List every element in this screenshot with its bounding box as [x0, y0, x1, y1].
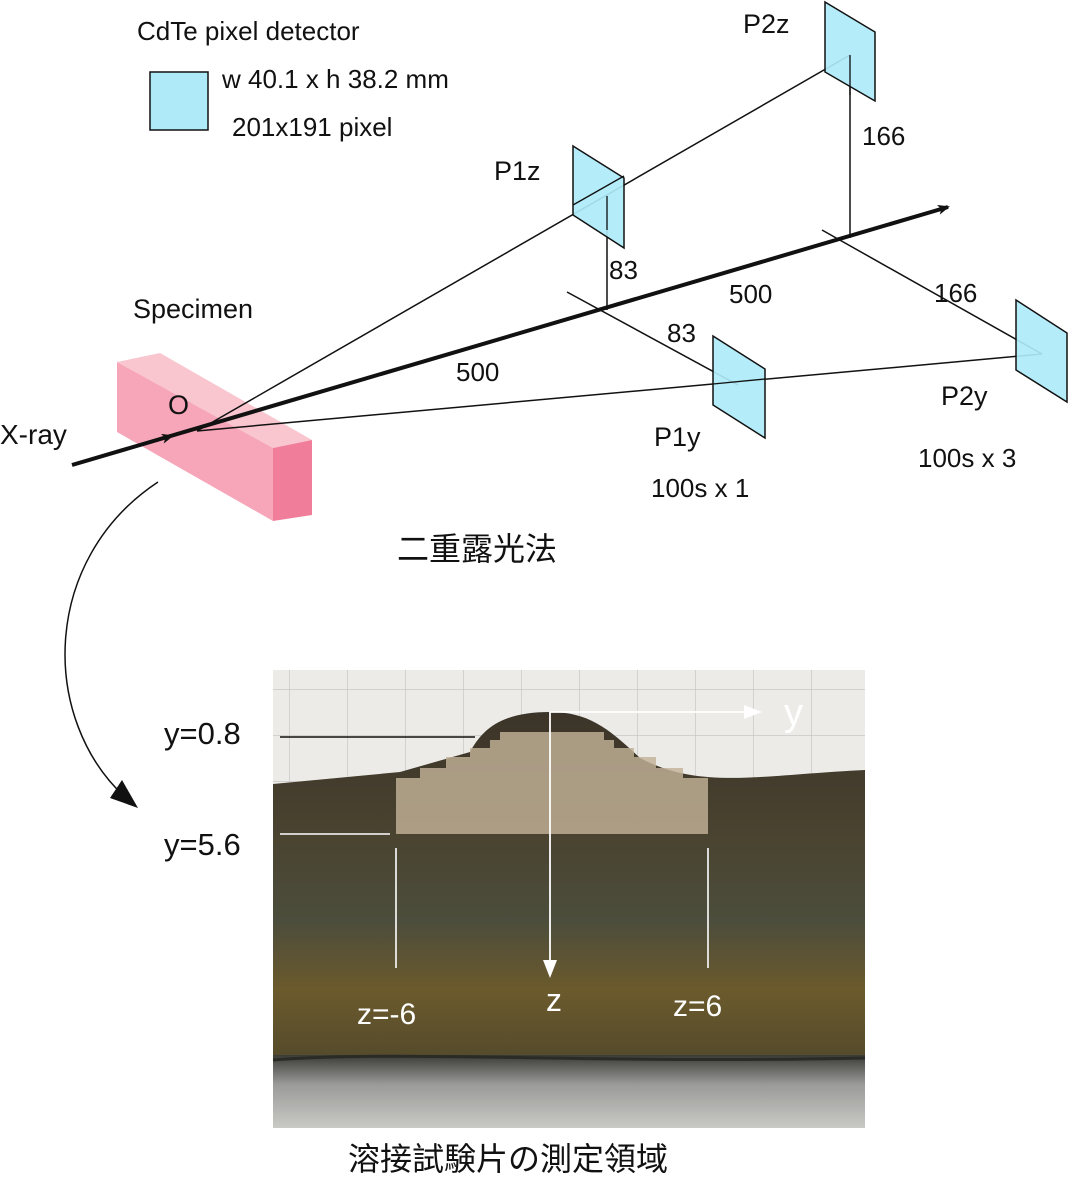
- specimen-label: Specimen: [133, 294, 253, 324]
- section-caption: 溶接試験片の測定領域: [348, 1140, 668, 1178]
- legend-size: w 40.1 x h 38.2 mm: [221, 64, 449, 94]
- legend-detector-swatch: [149, 71, 209, 131]
- p2z-label: P2z: [743, 9, 790, 39]
- specimen-block: [117, 353, 312, 521]
- distance-83-z: 83: [609, 255, 638, 285]
- z-minus6-label: z=-6: [357, 998, 416, 1031]
- distance-83-y: 83: [667, 318, 696, 348]
- detector-p1y: [712, 334, 766, 440]
- p1y-exposure: 100s x 1: [651, 473, 749, 503]
- specimen-front-face: [117, 362, 273, 521]
- detector-p1z: [572, 144, 625, 250]
- xray-beam: [71, 205, 950, 467]
- specimen-end-face: [273, 440, 312, 521]
- z-plus6-label: z=6: [673, 990, 722, 1023]
- detector-p2y: [1015, 298, 1068, 404]
- detector-p2z: [824, 0, 876, 103]
- axis-z-label: z: [546, 982, 562, 1018]
- curved-link-arrow: [64, 481, 159, 799]
- origin-label: O: [168, 390, 189, 420]
- specimen-bottom-edge: [273, 1055, 865, 1128]
- y-bottom-label: y=5.6: [164, 827, 241, 862]
- cross-section-photo: y z z=-6 z=6: [272, 670, 866, 1128]
- distance-166-y: 166: [934, 278, 977, 308]
- y-top-label: y=0.8: [164, 716, 241, 751]
- bottom-boundary: [272, 1054, 866, 1062]
- xray-beam-arrow-short: [139, 433, 174, 447]
- distance-500-near: 500: [456, 357, 499, 387]
- horizontal-to-p1y: [566, 291, 739, 386]
- legend-title: CdTe pixel detector: [137, 16, 360, 46]
- y-axis-arrowhead: [744, 705, 762, 719]
- ray-p1y-overlay: [712, 378, 766, 385]
- measurement-region: [396, 732, 708, 834]
- distance-500-far: 500: [729, 279, 772, 309]
- xray-label: X-ray: [0, 419, 67, 450]
- method-caption: 二重露光法: [397, 530, 557, 568]
- z-axis-arrowhead: [543, 960, 557, 978]
- horizontal-to-p2y: [821, 229, 1043, 355]
- distance-166-z: 166: [862, 121, 905, 151]
- p1y-label: P1y: [654, 422, 701, 452]
- p1z-label: P1z: [494, 156, 541, 186]
- ray-to-p2z: [196, 54, 851, 432]
- curved-link-arrowhead: [110, 780, 138, 808]
- legend-pixels: 201x191 pixel: [232, 112, 392, 142]
- measurement-setup: Specimen O X-ray P1z P2z P1y P2y 100s x …: [0, 0, 1068, 568]
- p2y-label: P2y: [941, 381, 988, 411]
- ray-to-p2y: [196, 353, 1043, 432]
- p2y-exposure: 100s x 3: [918, 443, 1016, 473]
- axis-y-label: y: [784, 692, 803, 734]
- ray-p1z-overlay: [572, 175, 625, 206]
- legend: CdTe pixel detector w 40.1 x h 38.2 mm 2…: [137, 16, 449, 142]
